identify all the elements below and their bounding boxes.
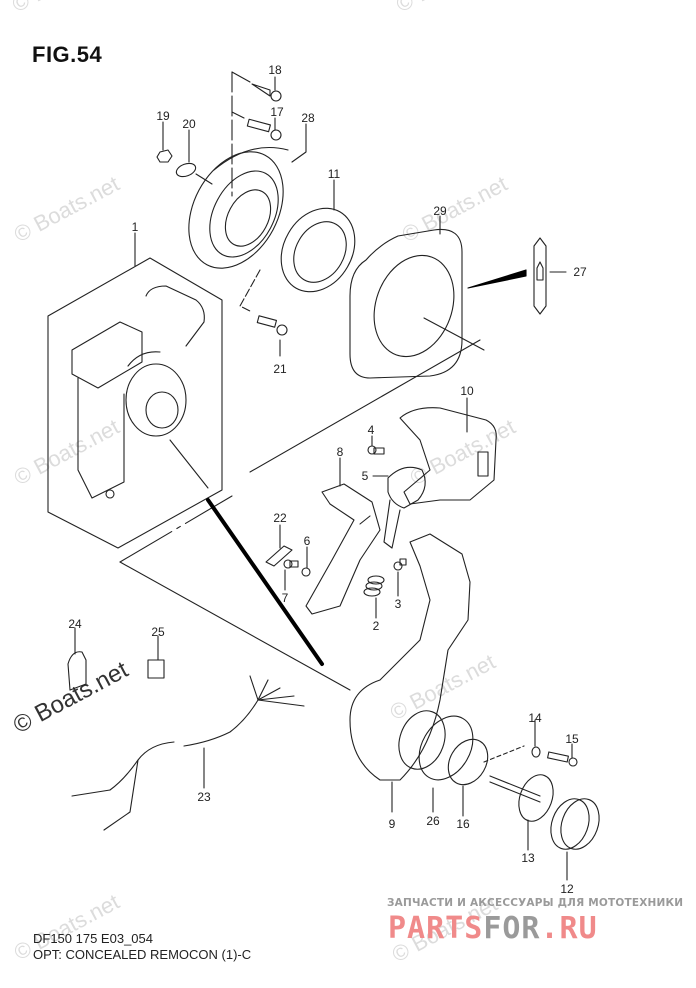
group-frame-lower	[119, 495, 233, 563]
callout-16[interactable]: 16	[456, 817, 470, 831]
callout-11[interactable]: 11	[327, 167, 341, 181]
model-code: DF150 175 E03_054	[33, 931, 153, 946]
part-20-washer	[175, 162, 197, 178]
figure-description: OPT: CONCEALED REMOCON (1)-C	[33, 947, 252, 962]
part-22-clip	[265, 545, 293, 567]
part-26-oring	[418, 715, 474, 781]
part-24-cap	[67, 651, 87, 691]
callout-19[interactable]: 19	[156, 109, 170, 123]
callout-10[interactable]: 10	[460, 384, 474, 398]
part-6-washer	[301, 567, 311, 577]
part-3-screw	[393, 558, 407, 571]
callout-22[interactable]: 22	[273, 511, 287, 525]
part-8-lever	[305, 483, 381, 615]
part-17-screw	[246, 118, 282, 141]
callout-28[interactable]: 28	[301, 111, 315, 125]
callout-9[interactable]: 9	[388, 817, 396, 831]
part-13-shaft	[489, 774, 554, 822]
part-10-cover	[399, 407, 497, 505]
callout-20[interactable]: 20	[182, 117, 196, 131]
part-25-clip	[147, 659, 165, 679]
branding-tagline: ЗАПЧАСТИ И АКСЕССУАРЫ ДЛЯ МОТОТЕХНИКИ	[387, 897, 684, 909]
logo-part-ru: .RU	[540, 911, 598, 946]
wedge-pointer	[467, 269, 527, 289]
part-15-screw	[547, 751, 578, 767]
callout-5[interactable]: 5	[361, 469, 369, 483]
callout-25[interactable]: 25	[151, 625, 165, 639]
part-28-housing-ring	[188, 147, 289, 269]
callout-4[interactable]: 4	[367, 423, 375, 437]
callout-27[interactable]: 27	[573, 265, 587, 279]
callout-3[interactable]: 3	[394, 597, 402, 611]
callout-21[interactable]: 21	[273, 362, 287, 376]
part-1-remote-control	[71, 285, 209, 499]
part-12-knob	[550, 798, 600, 850]
callout-24[interactable]: 24	[68, 617, 82, 631]
part-5-bracket	[383, 466, 426, 549]
group-frame-upper	[249, 339, 481, 473]
callout-leaders	[74, 76, 573, 881]
callout-18[interactable]: 18	[268, 63, 282, 77]
part-23-harness	[71, 675, 305, 831]
callout-23[interactable]: 23	[197, 790, 211, 804]
callout-7[interactable]: 7	[281, 591, 289, 605]
part-27-clip	[533, 237, 547, 315]
callout-29[interactable]: 29	[433, 204, 447, 218]
part-16-plate	[447, 738, 525, 786]
part-14-washer	[531, 746, 541, 758]
callout-14[interactable]: 14	[528, 711, 542, 725]
assembly-box-1	[47, 257, 223, 549]
part-11-ring	[280, 207, 356, 293]
part-18-screw	[251, 83, 282, 102]
part-19-nut	[156, 149, 173, 163]
callout-2[interactable]: 2	[372, 619, 380, 633]
callout-26[interactable]: 26	[426, 814, 440, 828]
part-7-bolt	[283, 559, 299, 569]
callout-12[interactable]: 12	[560, 882, 574, 896]
callout-13[interactable]: 13	[521, 851, 535, 865]
group-frame-left	[119, 561, 351, 691]
callout-6[interactable]: 6	[303, 534, 311, 548]
logo-part-for: FOR	[483, 911, 541, 946]
control-rod	[206, 498, 324, 666]
callout-15[interactable]: 15	[565, 732, 579, 746]
callout-8[interactable]: 8	[336, 445, 344, 459]
callout-17[interactable]: 17	[270, 105, 284, 119]
figure-title: FIG.54	[32, 42, 103, 67]
logo-part-parts: PARTS	[388, 911, 484, 946]
part-21-screw	[256, 315, 288, 336]
part-29-plate	[349, 228, 485, 379]
part-9-lever-housing	[349, 533, 471, 781]
part-2-spring	[363, 575, 385, 597]
callout-1[interactable]: 1	[131, 220, 139, 234]
part-4-bolt	[367, 445, 385, 455]
partsfor-logo[interactable]: PARTSFOR.RU	[388, 911, 598, 946]
